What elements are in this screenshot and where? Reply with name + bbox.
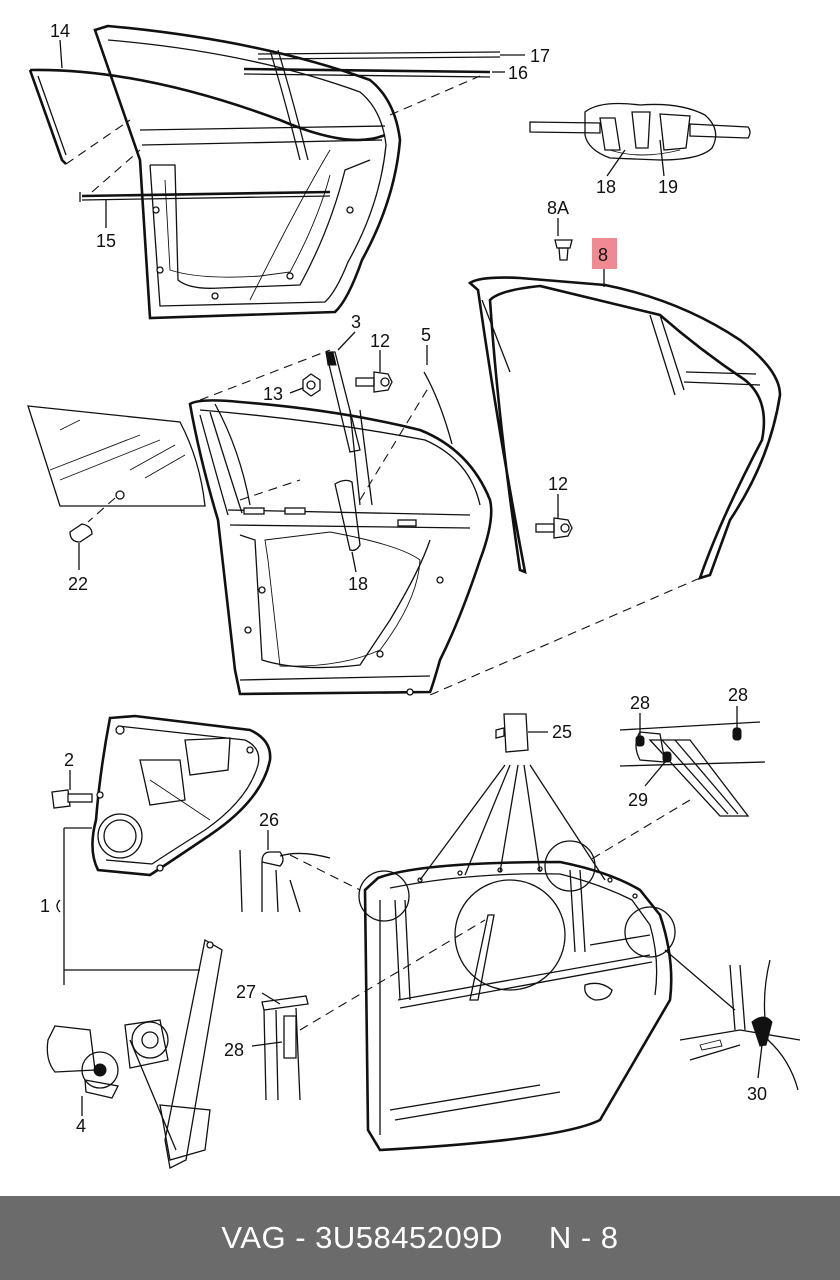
label-17: 17 (530, 46, 550, 66)
label-12-lower: 12 (548, 474, 568, 494)
reference-text: N - 8 (548, 1220, 619, 1255)
label-18-top: 18 (596, 177, 616, 197)
detail-30 (679, 959, 801, 1091)
clip-8a (554, 218, 573, 261)
label-2: 2 (64, 750, 74, 770)
motor-4 (46, 1025, 119, 1116)
label-8: 8 (598, 245, 608, 265)
part-number-footer: VAG - 3U5845209D N - 8 (0, 1196, 840, 1280)
label-13: 13 (263, 384, 283, 404)
door-shell-middle (188, 399, 493, 696)
door-shell-top (93, 24, 402, 320)
seal-strip-17 (257, 51, 501, 60)
label-4: 4 (76, 1116, 86, 1136)
label-22: 22 (68, 574, 88, 594)
label-30: 30 (747, 1084, 767, 1104)
strip-part-5 (423, 371, 453, 445)
exploded-parts-diagram: 14 17 16 15 18 19 8A 8 3 12 5 13 12 18 2… (27, 21, 801, 1169)
seal-strip-15 (79, 190, 331, 202)
bracket-1 (56, 827, 200, 985)
detail-26 (239, 830, 331, 913)
part-number-text: 3U5845209D (315, 1220, 503, 1255)
door-assembly-bottom (363, 860, 673, 1152)
label-12-upper: 12 (370, 331, 390, 351)
label-28-left: 28 (630, 693, 650, 713)
label-8a: 8A (547, 198, 569, 218)
seal-strip-16 (243, 67, 491, 78)
label-29: 29 (628, 790, 648, 810)
screw-12-upper (355, 350, 393, 393)
window-seal-14 (28, 68, 386, 165)
label-15: 15 (96, 231, 116, 251)
door-seal-8 (467, 266, 782, 580)
label-18-middle: 18 (348, 574, 368, 594)
label-14: 14 (50, 21, 70, 41)
door-trim-panel (91, 714, 272, 877)
label-1: 1 (40, 896, 50, 916)
label-27: 27 (236, 982, 256, 1002)
seal-cross-section (529, 102, 751, 177)
label-28-lower: 28 (224, 1040, 244, 1060)
detail-28-29 (619, 706, 766, 817)
label-5: 5 (421, 325, 431, 345)
label-16: 16 (508, 63, 528, 83)
label-19: 19 (658, 177, 678, 197)
clip-25 (495, 713, 548, 753)
brand-text: VAG (221, 1220, 287, 1255)
label-3: 3 (351, 312, 361, 332)
nut-13 (289, 373, 321, 397)
label-26: 26 (259, 810, 279, 830)
window-regulator (124, 938, 223, 1169)
guide-part-18 (334, 479, 361, 573)
callout-lines (289, 764, 736, 1031)
label-25: 25 (552, 722, 572, 742)
screw-2 (51, 770, 93, 809)
detail-circles (358, 840, 676, 991)
screw-12-lower (535, 494, 573, 539)
highlight-box-8 (592, 238, 617, 269)
detail-27-28 (251, 992, 309, 1101)
label-28-right: 28 (728, 685, 748, 705)
strip-part-3 (325, 331, 361, 453)
window-glass (27, 405, 206, 570)
separator-text: - (295, 1220, 307, 1255)
